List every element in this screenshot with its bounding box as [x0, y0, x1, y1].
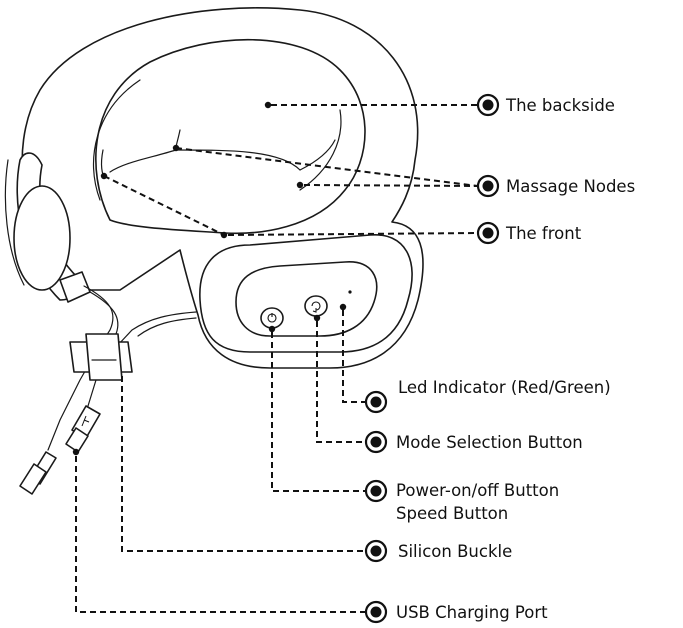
- left-pad: [14, 186, 70, 290]
- cable-assembly: [20, 286, 196, 494]
- label-usb-port: USB Charging Port: [396, 602, 548, 623]
- label-led-indicator: Led Indicator (Red/Green): [398, 377, 611, 398]
- power-button[interactable]: [261, 308, 283, 328]
- marker-buckle: [366, 541, 386, 561]
- control-panel: [236, 262, 377, 336]
- massager-body: [5, 8, 423, 368]
- marker-led: [366, 392, 386, 412]
- label-backside: The backside: [506, 95, 615, 116]
- led-indicator: [348, 290, 351, 293]
- marker-power: [366, 481, 386, 501]
- label-massage-nodes: Massage Nodes: [506, 176, 635, 197]
- cable-end-plug: [20, 452, 56, 494]
- marker-front: [478, 223, 498, 243]
- label-mode-button: Mode Selection Button: [396, 432, 583, 453]
- label-speed-button: Speed Button: [396, 503, 508, 524]
- mode-button[interactable]: [305, 296, 327, 316]
- marker-mode: [366, 432, 386, 452]
- marker-usb: [366, 602, 386, 622]
- silicon-buckle: [70, 334, 132, 380]
- usb-charging-plug: [66, 406, 100, 452]
- marker-backside: [478, 95, 498, 115]
- label-power-button: Power-on/off Button: [396, 480, 559, 501]
- label-silicon-buckle: Silicon Buckle: [398, 541, 512, 562]
- label-front: The front: [506, 223, 581, 244]
- marker-nodes: [478, 176, 498, 196]
